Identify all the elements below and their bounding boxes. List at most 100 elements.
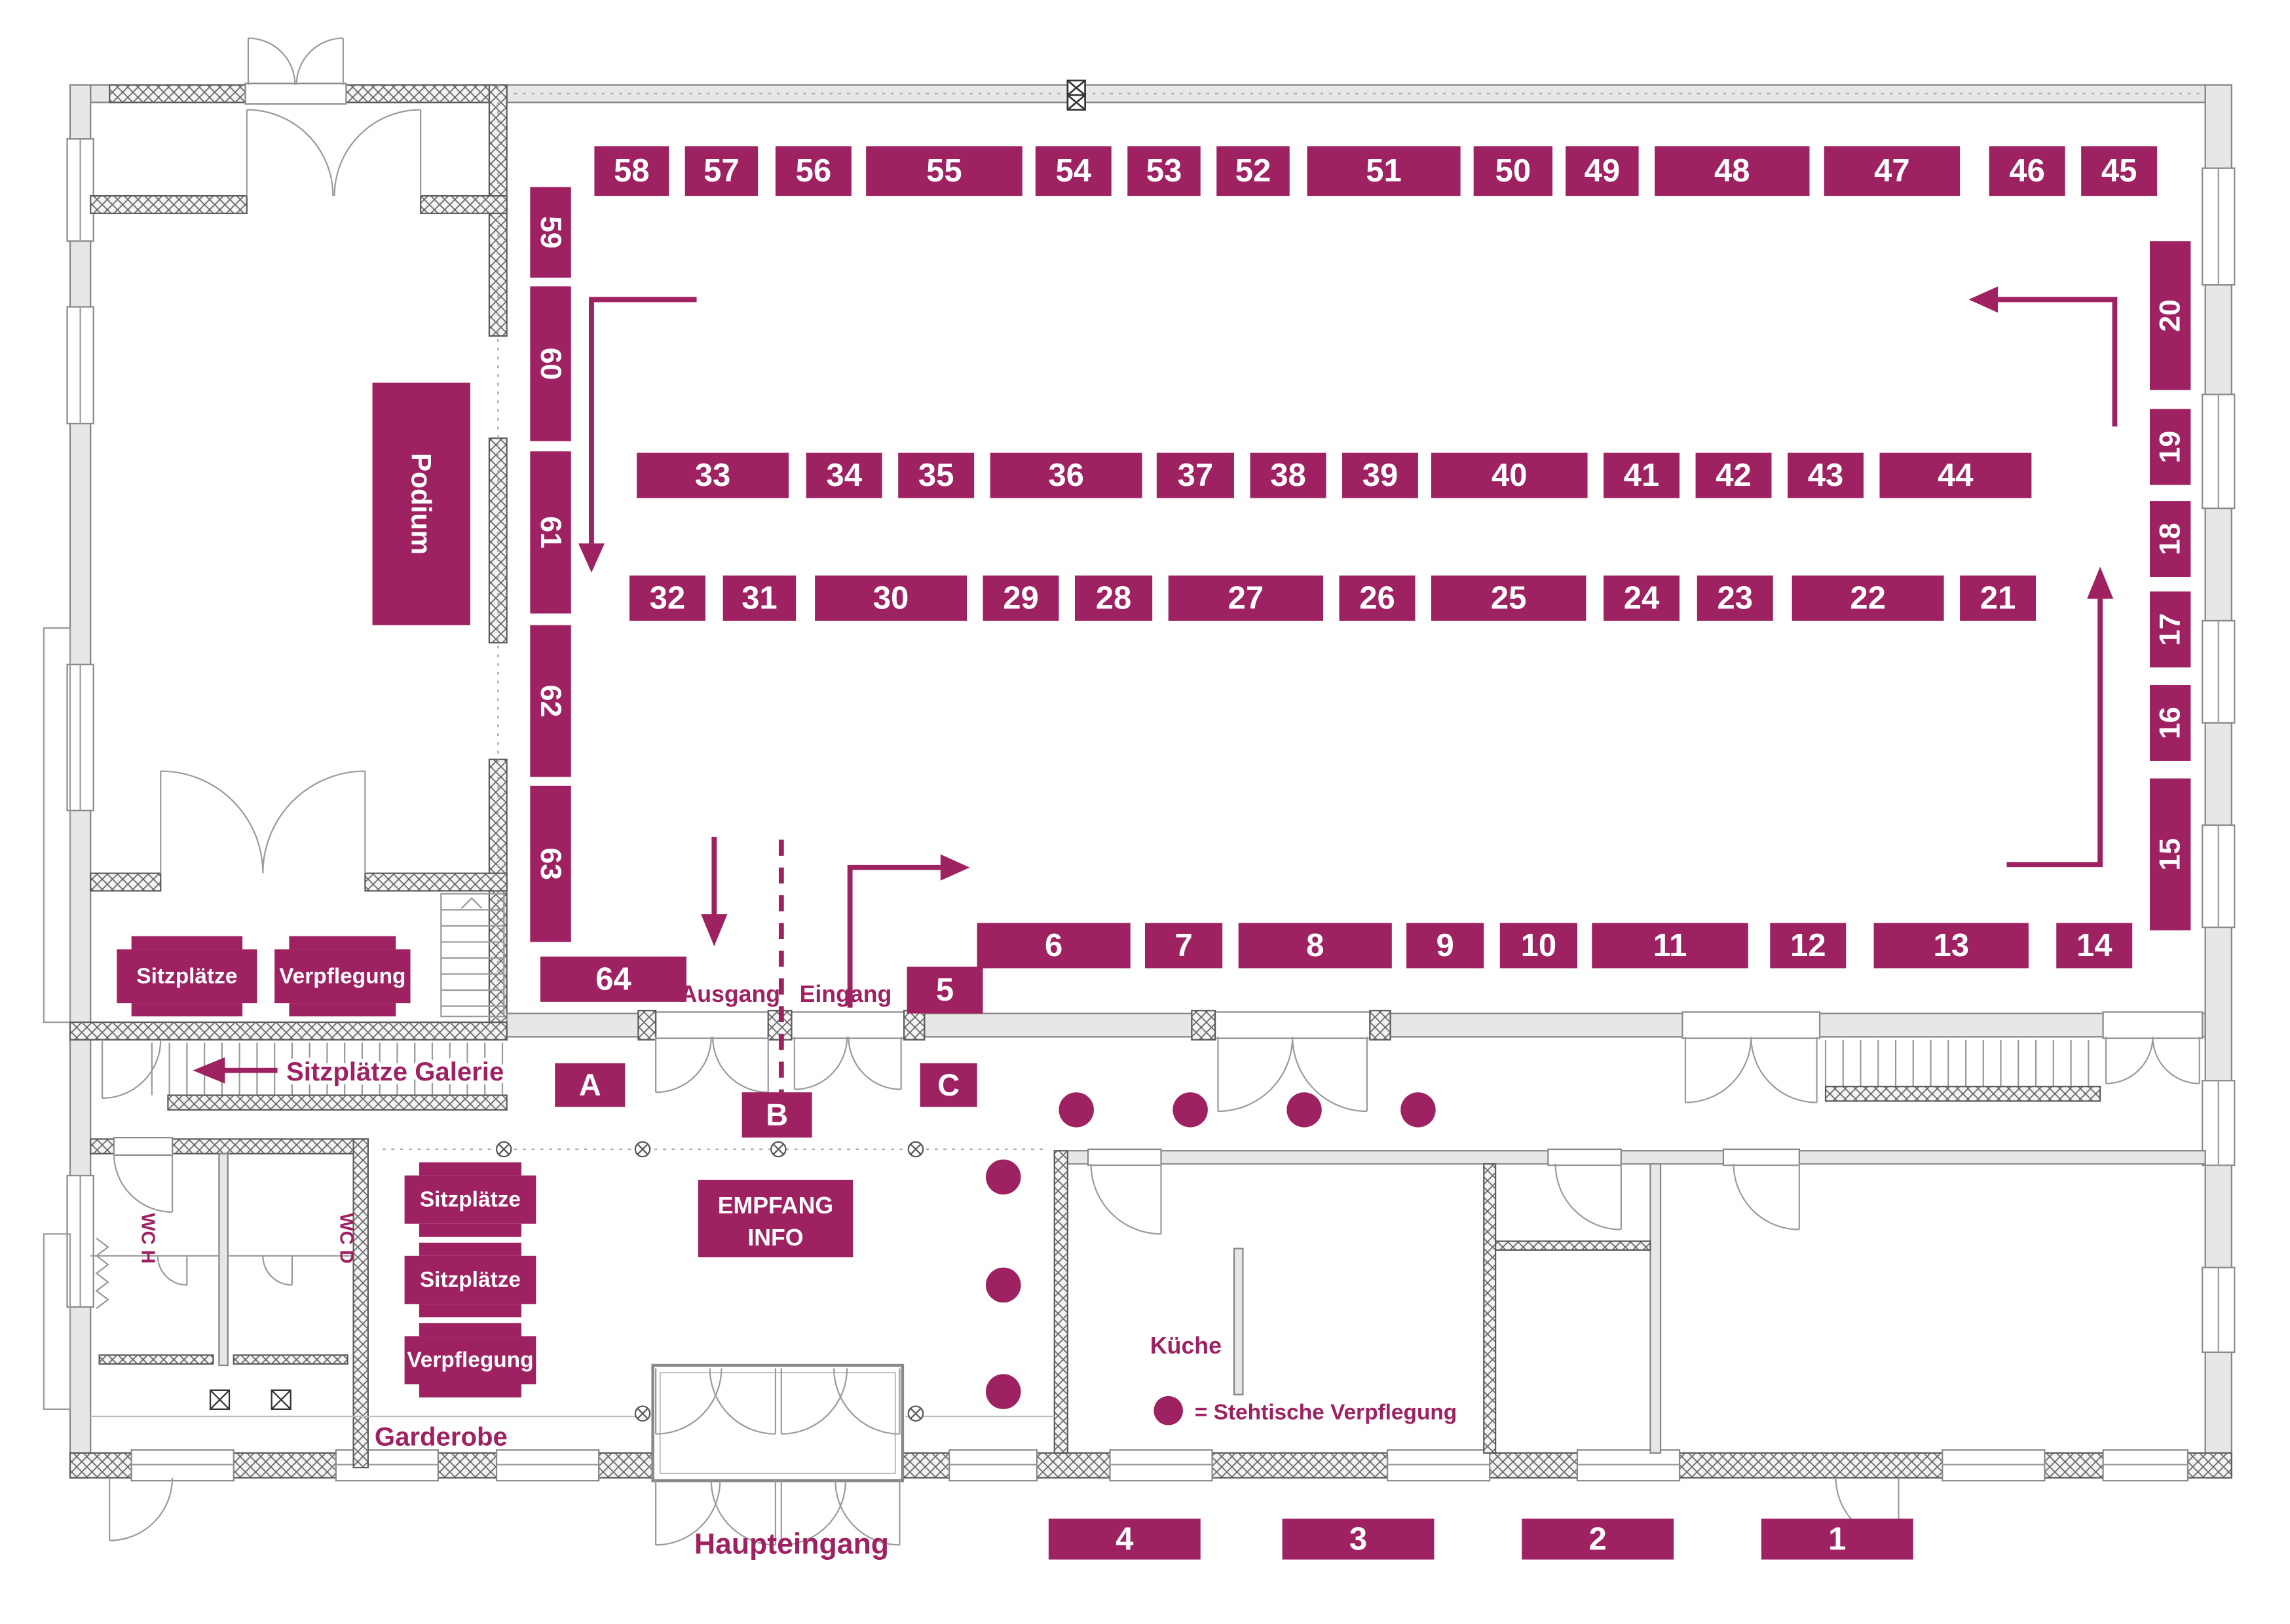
- booth-label-19: 19: [2154, 431, 2187, 464]
- booth-27: 27: [1168, 575, 1324, 621]
- wc-d-label: WC D: [335, 1213, 356, 1263]
- table-verpflegung-4: Verpflegung: [404, 1323, 536, 1398]
- booth-53: 53: [1127, 146, 1201, 196]
- booth-label-29: 29: [1003, 580, 1039, 616]
- booth-label-32: 32: [650, 580, 686, 616]
- booth-label-1: 1: [1828, 1521, 1846, 1557]
- arrow-left-top-right: [1998, 297, 2118, 427]
- booth-label-5: 5: [936, 972, 954, 1008]
- entrance-marker-A: A: [555, 1063, 626, 1107]
- booth-30: 30: [815, 575, 967, 621]
- table-sitzpltze-0: Sitzplätze: [117, 936, 257, 1017]
- booth-label-37: 37: [1178, 458, 1214, 493]
- plan-labels: Ausgang Eingang Sitzplätze Galerie Garde…: [137, 981, 1222, 1560]
- building-shell: [43, 79, 2236, 1482]
- booth-9: 9: [1406, 923, 1484, 969]
- booth-label-15: 15: [2154, 838, 2187, 871]
- haupteingang-label: Haupteingang: [694, 1528, 889, 1560]
- booth-32: 32: [629, 575, 705, 621]
- booth-label-11: 11: [1653, 928, 1687, 963]
- booth-label-33: 33: [695, 458, 731, 493]
- booth-label-56: 56: [796, 153, 832, 189]
- booth-44: 44: [1879, 452, 2032, 498]
- wc-h-label: WC H: [137, 1213, 158, 1263]
- booth-19: 19: [2149, 409, 2191, 485]
- booth-57: 57: [685, 146, 759, 196]
- booth-label-14: 14: [2076, 928, 2112, 963]
- booth-6: 6: [977, 923, 1131, 969]
- legend: = Stehtische Verpflegung: [1154, 1395, 1457, 1426]
- info-label: INFO: [747, 1225, 803, 1251]
- booth-46: 46: [1989, 146, 2065, 196]
- booth-1: 1: [1761, 1519, 1913, 1560]
- column-icon: [634, 1141, 651, 1158]
- podium-stage: Podium: [372, 382, 470, 625]
- booth-34: 34: [806, 452, 882, 498]
- arrow-eingang: [847, 864, 941, 1008]
- booth-13: 13: [1873, 923, 2029, 969]
- stairs-side: [440, 893, 505, 1018]
- entrance-marker-C: C: [920, 1063, 977, 1107]
- booth-42: 42: [1695, 452, 1772, 498]
- exterior-doors: [109, 1477, 1900, 1541]
- booth-label-17: 17: [2154, 614, 2187, 646]
- booth-label-10: 10: [1521, 928, 1557, 963]
- booth-50: 50: [1473, 146, 1553, 196]
- booth-51: 51: [1307, 146, 1461, 196]
- empfang-info-box: EMPFANG INFO: [698, 1179, 854, 1258]
- kitchen-wing: [1053, 1148, 2206, 1454]
- booth-label-51: 51: [1366, 153, 1402, 189]
- column-icon: [907, 1405, 924, 1422]
- booth-10: 10: [1499, 923, 1577, 969]
- booth-59: 59: [530, 187, 571, 278]
- booth-label-25: 25: [1491, 580, 1527, 616]
- legend-dot-icon: [1154, 1395, 1183, 1426]
- booth-label-35: 35: [918, 458, 954, 493]
- booth-58: 58: [594, 146, 669, 196]
- entrance-marker-label: C: [937, 1068, 960, 1102]
- standing-table-dot: [985, 1374, 1021, 1409]
- booth-52: 52: [1216, 146, 1290, 196]
- ausgang-label: Ausgang: [681, 981, 781, 1007]
- vestibule: [651, 1363, 905, 1546]
- booth-label-40: 40: [1492, 458, 1528, 493]
- booth-label-8: 8: [1306, 928, 1324, 963]
- booth-11: 11: [1592, 923, 1748, 969]
- booth-60: 60: [530, 286, 571, 441]
- booth-26: 26: [1339, 575, 1416, 621]
- booth-56: 56: [775, 146, 852, 196]
- booth-label-55: 55: [926, 153, 962, 189]
- booth-label-20: 20: [2154, 299, 2187, 332]
- booth-38: 38: [1250, 452, 1326, 498]
- booth-2: 2: [1522, 1519, 1674, 1560]
- booth-label-54: 54: [1055, 153, 1091, 189]
- podium-label: Podium: [406, 453, 437, 555]
- booth-label-45: 45: [2101, 153, 2137, 189]
- booth-label-30: 30: [873, 580, 909, 616]
- standing-table-dot: [1286, 1092, 1322, 1128]
- booth-63: 63: [530, 785, 571, 942]
- booth-25: 25: [1431, 575, 1586, 621]
- booth-label-58: 58: [614, 153, 650, 189]
- booth-label-34: 34: [826, 458, 862, 493]
- booth-47: 47: [1824, 146, 1961, 196]
- booth-label-53: 53: [1146, 153, 1182, 189]
- booth-label-41: 41: [1624, 458, 1660, 493]
- booth-54: 54: [1035, 146, 1112, 196]
- booth-label-39: 39: [1362, 458, 1398, 493]
- standing-tables-layer: [985, 1092, 1436, 1409]
- booth-label-50: 50: [1495, 153, 1531, 189]
- booth-22: 22: [1792, 575, 1944, 621]
- booth-label-22: 22: [1850, 580, 1886, 616]
- kueche-label: Küche: [1150, 1333, 1222, 1359]
- entrance-marker-label: B: [766, 1098, 788, 1132]
- booth-label-23: 23: [1717, 580, 1753, 616]
- booth-label-24: 24: [1624, 580, 1660, 616]
- booth-label-31: 31: [741, 580, 778, 616]
- legend-label: = Stehtische Verpflegung: [1195, 1401, 1457, 1425]
- booth-39: 39: [1342, 452, 1418, 498]
- garderobe-label: Garderobe: [375, 1422, 508, 1452]
